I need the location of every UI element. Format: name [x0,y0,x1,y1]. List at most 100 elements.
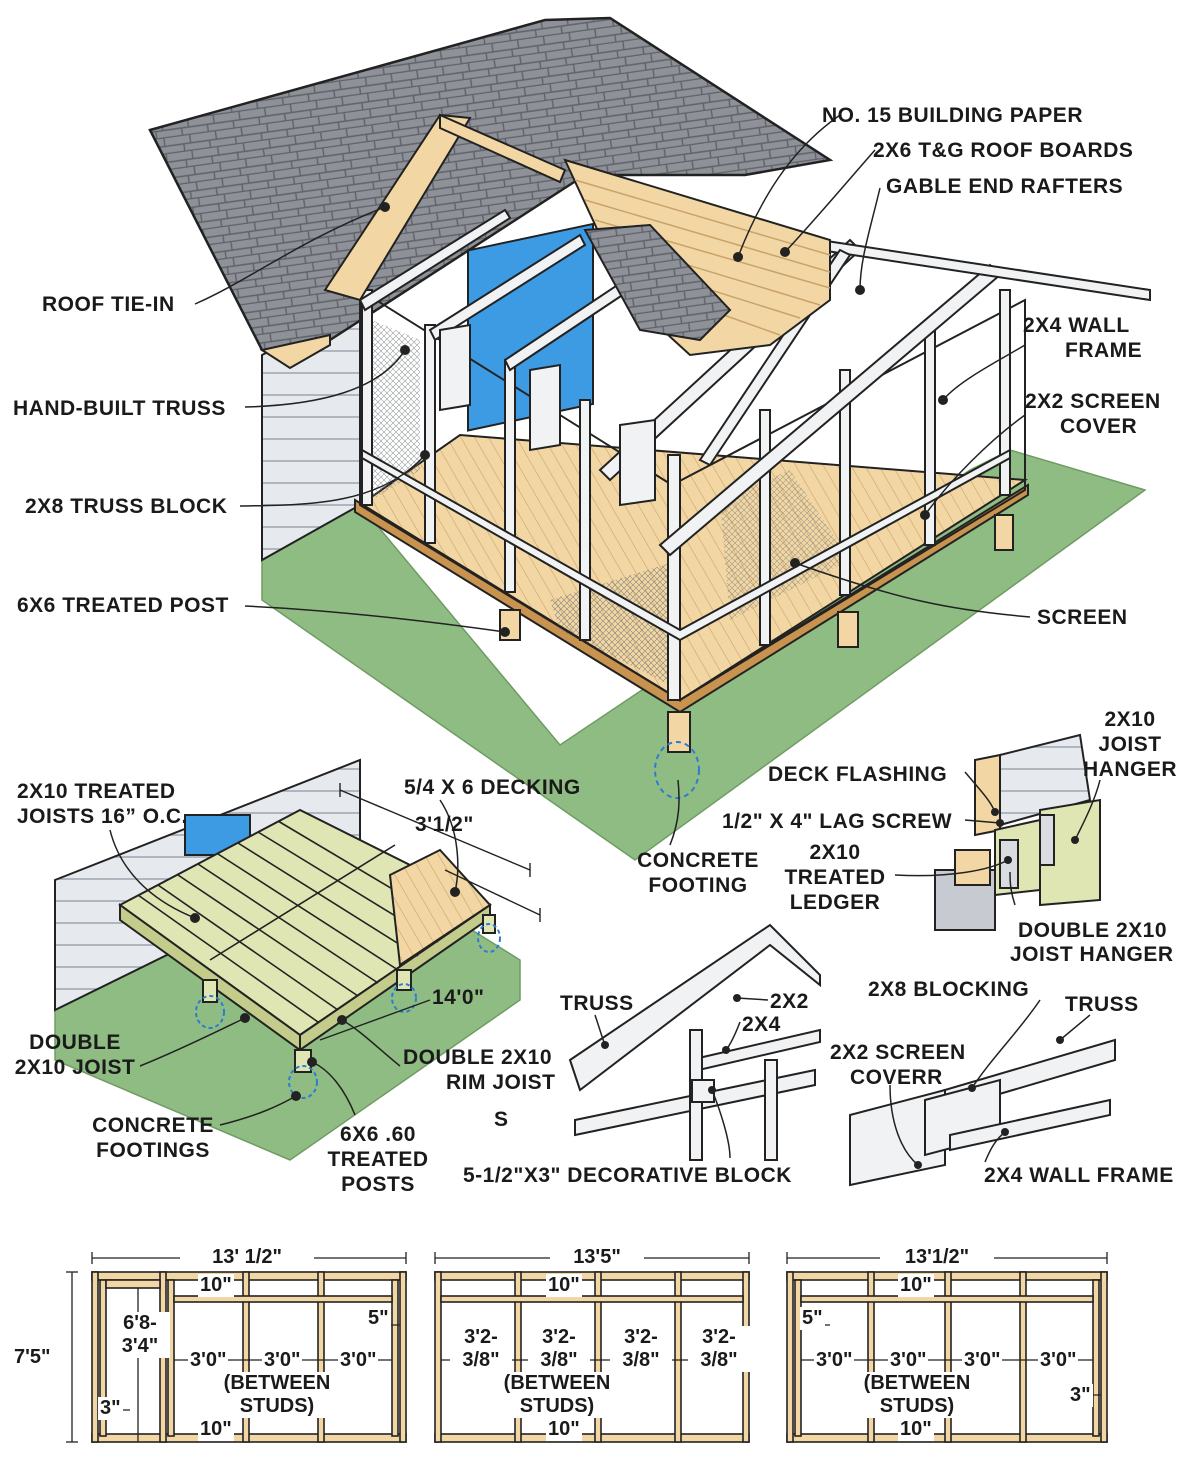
label-wall-frame-line1: 2X4 WALL [1023,314,1130,337]
label-roof-boards: 2X6 T&G ROOF BOARDS [873,139,1134,162]
main-post-2 [667,711,691,753]
main-building-paper [583,223,732,342]
label-footing-line1: CONCRETE [637,849,759,872]
label-screen-cover-line1: 2X2 SCREEN [1025,390,1161,413]
label-footings-line2: FOOTINGS [96,1139,210,1162]
deck-framing-illustration [54,758,541,1161]
wall1-height: 7'5" [12,1346,53,1369]
wall-elevation-1 [91,1271,407,1443]
main-porch-illustration [148,16,1151,861]
wall3-between-line1: (BETWEEN [840,1372,994,1395]
blocking-leaders [889,999,1091,1166]
blocking-wall-frame [949,1098,1111,1152]
label-joists-line1: 2X10 TREATED [17,780,176,803]
label-stray-s: S [494,1108,509,1131]
wall3-spacing-1: 3'0" [814,1349,855,1372]
label-dim-length: 14'0" [432,986,485,1009]
main-screen-mesh-3 [372,320,420,500]
label-posts-line3: POSTS [341,1173,415,1196]
main-wall-frame [359,288,1026,702]
deck-leader-lines [109,799,459,1126]
label-gable-rafters: GABLE END RAFTERS [886,175,1124,198]
wall2-top: 10" [546,1274,582,1297]
wall1-side-a: 5" [366,1307,391,1330]
wall3-side-a: 5" [800,1307,825,1330]
wall3-spacing-3: 3'0" [962,1349,1003,1372]
label-double-joist-line1: DOUBLE [29,1031,121,1054]
truss-detail-rafter [568,923,821,1092]
label-roof-tie-in: ROOF TIE-IN [42,293,175,316]
wall2-spacing-1a: 3'2- [450,1326,512,1349]
label-2x2: 2X2 [770,990,809,1013]
label-ledger-line1: 2X10 [809,841,861,864]
wall1-door-line1: 6'8- [110,1312,170,1335]
ledger-double-hanger [999,839,1019,889]
deck-dimension-lines [319,783,541,1041]
wall1-between-line2: STUDS) [200,1395,354,1418]
wall2-spacing-3b: 3/8" [610,1349,672,1372]
label-ledger-line2: TREATED [784,866,886,889]
label-joists-line2: JOISTS 16” O.C. [17,805,188,828]
label-double-hanger-line2: JOIST HANGER [1010,943,1174,966]
truss-detail-stud-2 [764,1059,778,1161]
wall1-spacing-1: 3'0" [188,1349,229,1372]
label-double-joist-line2: 2X10 JOIST [14,1056,136,1079]
main-post-4 [994,514,1014,551]
wall2-spacing-1b: 3/8" [450,1349,512,1372]
wall2-between-line2: STUDS) [480,1395,634,1418]
wall1-side-b: 3" [98,1397,123,1420]
blocking-detail-illustration [849,999,1116,1187]
truss-detail-dots [601,994,741,1094]
wall2-between-line1: (BETWEEN [480,1372,634,1395]
main-footing [654,741,700,799]
wall1-spacing-2: 3'0" [262,1349,303,1372]
main-screen-mesh-2 [720,470,850,620]
main-truss-members [323,113,1151,557]
label-joist-hanger-line3: HANGER [1082,758,1177,781]
label-blocking-truss: TRUSS [1065,993,1139,1016]
label-wall-frame-line2: FRAME [1065,339,1143,362]
label-2x4: 2X4 [742,1013,781,1036]
wall2-spacing-2b: 3/8" [528,1349,590,1372]
label-blocking-screen-cover-line1: 2X2 SCREEN [830,1041,966,1064]
roof-fascia [259,333,331,370]
main-leader-dots [380,202,948,637]
wall2-spacing-4b: 3/8" [688,1349,750,1372]
ledger-wall [999,733,1092,827]
wall1-top: 10" [198,1274,234,1297]
wall1-overall-width: 13' 1/2" [180,1246,314,1269]
label-screen: SCREEN [1037,606,1128,629]
label-deck-flashing: DECK FLASHING [768,763,948,786]
label-rim-joist-line2: RIM JOIST [446,1071,556,1094]
label-double-hanger-line1: DOUBLE 2X10 [1018,919,1168,942]
wall2-spacing-3a: 3'2- [610,1326,672,1349]
wall2-bottom: 10" [546,1418,582,1441]
label-lag-screw: 1/2" X 4" LAG SCREW [722,810,953,833]
wall3-spacing-4: 3'0" [1038,1349,1079,1372]
main-leader-lines [194,114,1031,846]
blocking-screen-cover [849,1088,946,1187]
wall1-bottom: 10" [198,1418,234,1441]
label-joist-hanger-line1: 2X10 [1104,708,1156,731]
wall3-bottom: 10" [898,1418,934,1441]
wall3-overall-width: 13'1/2" [880,1246,994,1269]
label-decking: 5/4 X 6 DECKING [404,776,581,799]
deck-footings [195,923,501,1099]
ledger-leader-dots [991,808,1079,864]
wall1-door-line2: 3'4" [110,1335,170,1358]
label-blocking: 2X8 BLOCKING [868,978,1030,1001]
label-blocking-wall-frame: 2X4 WALL FRAME [984,1164,1174,1187]
label-ledger-line3: LEDGER [789,891,881,914]
label-joist-hanger-line2: JOIST [1098,733,1162,756]
label-rim-joist-line1: DOUBLE 2X10 [403,1046,553,1069]
label-truss-block: 2X8 TRUSS BLOCK [25,495,228,518]
label-footings-line1: CONCRETE [92,1114,214,1137]
deck-leader-dots [190,887,460,1101]
label-building-paper: NO. 15 BUILDING PAPER [822,104,1083,127]
label-blocking-screen-cover-line2: COVERR [850,1066,943,1089]
label-footing-line2: FOOTING [648,874,748,897]
wall2-overall-width: 13'5" [550,1246,644,1269]
wall1-between-line1: (BETWEEN [200,1372,354,1395]
main-post-3 [837,611,859,648]
ledger-hanger [1039,814,1055,866]
